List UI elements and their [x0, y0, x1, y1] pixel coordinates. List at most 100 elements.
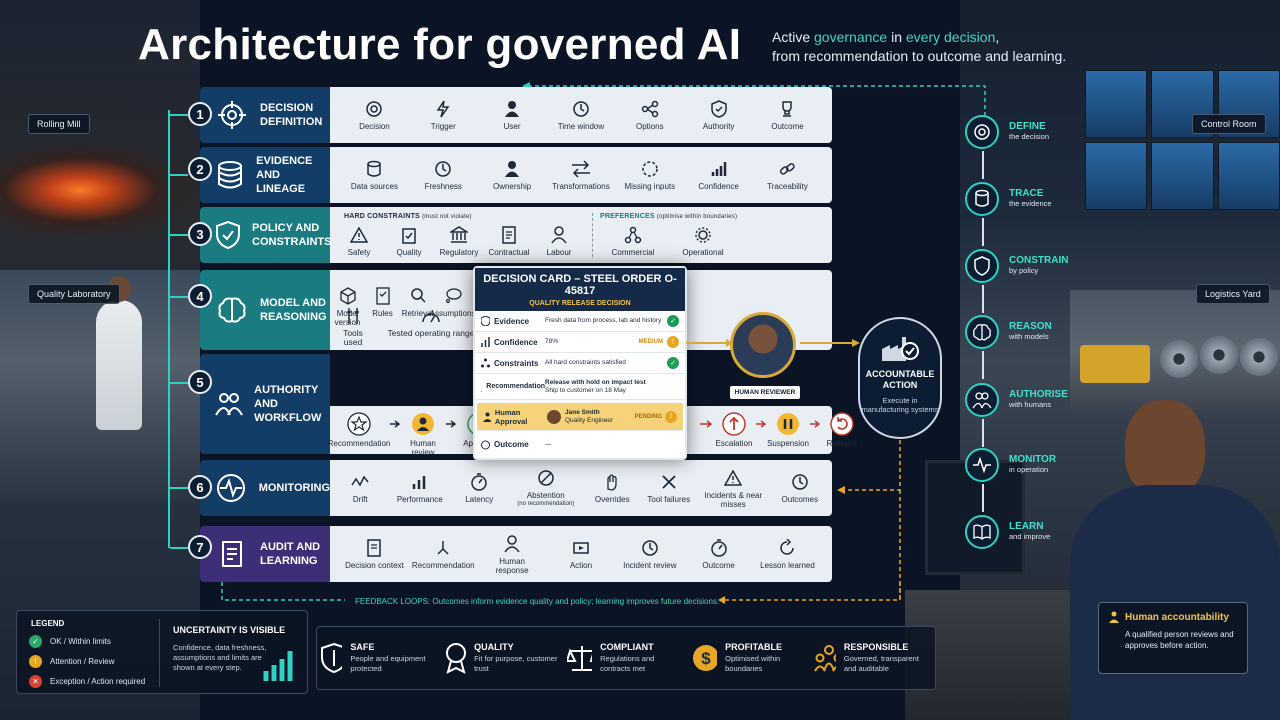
ok-check-icon: ✓	[29, 634, 42, 648]
scales-icon	[566, 646, 593, 671]
people-icon	[972, 392, 992, 409]
pending-badge: PENDING	[634, 413, 662, 420]
award-ribbon-icon	[446, 643, 467, 674]
lightning-icon	[436, 100, 450, 118]
user-icon	[483, 412, 491, 422]
item-escalation: Escalation	[716, 412, 752, 448]
card-row-confidence: Confidence 78% MEDIUM !	[475, 332, 685, 353]
bar-chart-icon	[412, 476, 425, 489]
step-number-5: 5	[188, 370, 212, 394]
star-badge-icon	[347, 412, 371, 436]
ok-check-icon: ✓	[667, 357, 679, 369]
branch-icon	[641, 100, 659, 118]
bar-chart-icon	[481, 337, 490, 347]
steel-coil	[1240, 338, 1278, 376]
model-items: Model version Rules Retrieval Assumption…	[330, 286, 475, 327]
user-icon	[505, 161, 520, 177]
item-commercial: Commercial	[603, 225, 663, 257]
uncertainty-title: UNCERTAINTY IS VISIBLE	[173, 625, 286, 635]
item-outcomes: Outcomes	[775, 472, 825, 504]
warning-icon	[350, 227, 368, 243]
user-icon	[504, 534, 520, 552]
heartbeat-icon	[973, 456, 991, 474]
database-icon	[367, 160, 382, 177]
accountable-action[interactable]: ACCOUNTABLE ACTION Execute in manufactur…	[858, 317, 942, 439]
checklist-icon	[375, 287, 390, 305]
tag-rolling-mill: Rolling Mill	[28, 114, 90, 134]
row-items: Decision context Recommendation Human re…	[330, 526, 832, 582]
legend-exception: ✕Exception / Action required	[29, 671, 145, 691]
stopwatch-icon	[710, 539, 727, 557]
bar-chart-icon	[711, 162, 726, 176]
item-outcome: Outcome	[757, 99, 817, 131]
ok-check-icon: ✓	[667, 315, 679, 327]
database-icon	[218, 161, 243, 189]
card-title: DECISION CARD – STEEL ORDER O-45817	[483, 273, 677, 297]
steel-coil	[1160, 340, 1198, 378]
legend-ok: ✓OK / Within limits	[29, 631, 145, 651]
divider	[592, 213, 593, 257]
target-icon	[366, 101, 383, 117]
heartbeat-icon	[217, 474, 246, 502]
row-items: Data sources Freshness Ownership Transfo…	[330, 147, 832, 203]
gear-icon	[695, 227, 711, 243]
network-icon	[481, 358, 490, 368]
thought-bubble-icon	[445, 288, 462, 304]
legend-attention: !Attention / Review	[29, 651, 145, 671]
uncertainty-desc: Confidence, data freshness, assumptions …	[173, 643, 267, 672]
user-icon	[551, 226, 567, 244]
item-confidence: Confidence	[689, 159, 749, 191]
refresh-icon	[780, 539, 795, 555]
preference-items: Commercial Operational	[598, 225, 738, 257]
decision-card[interactable]: DECISION CARD – STEEL ORDER O-45817 QUAL…	[473, 266, 687, 460]
step-number-2: 2	[188, 157, 212, 181]
feedback-arrows-right	[837, 440, 901, 600]
svg-text:$: $	[701, 649, 711, 668]
card-row-constraints: Constraints All hard constraints satisfi…	[475, 353, 685, 374]
user-icon	[481, 390, 483, 392]
item-traceability: Traceability	[757, 159, 817, 191]
tools-icon	[347, 308, 359, 324]
card-row-evidence: Evidence Fresh data from process, lab an…	[475, 311, 685, 332]
step-number-7: 7	[188, 535, 212, 559]
dollar-coin-icon: $	[692, 645, 718, 671]
background-left-plant	[0, 0, 200, 720]
step-number-3: 3	[188, 222, 212, 246]
link-icon	[780, 163, 796, 175]
exception-x-icon: ✕	[29, 674, 42, 688]
item-authority: Authority	[689, 99, 749, 131]
item-time-window: Time window	[551, 99, 611, 131]
item-human-review: Human review	[406, 412, 440, 457]
item-ownership: Ownership	[482, 159, 542, 191]
arrow-right-icon	[810, 420, 820, 428]
tag-control-room: Control Room	[1192, 114, 1266, 134]
clock-icon	[792, 474, 808, 490]
item-options: Options	[620, 99, 680, 131]
book-icon	[973, 524, 991, 540]
trophy-icon	[782, 101, 793, 117]
human-accountability-box: Human accountability A qualified person …	[1098, 602, 1248, 674]
item-quality: Quality	[386, 225, 432, 257]
bar-chart-icon	[263, 651, 293, 681]
legend-title: LEGEND	[31, 619, 65, 628]
arrow-right-icon	[446, 420, 456, 428]
item-assumptions: Assumptions	[430, 286, 475, 327]
shield-check-icon	[216, 220, 240, 250]
card-row-outcome: Outcome —	[475, 434, 685, 455]
step-number-4: 4	[188, 284, 212, 308]
item-missing-inputs: Missing inputs	[620, 159, 680, 191]
card-subtitle: QUALITY RELEASE DECISION	[529, 300, 631, 307]
item-rollback: Rollback	[824, 412, 860, 448]
feedback-note: FEEDBACK LOOPS: Outcomes inform evidence…	[355, 597, 720, 606]
